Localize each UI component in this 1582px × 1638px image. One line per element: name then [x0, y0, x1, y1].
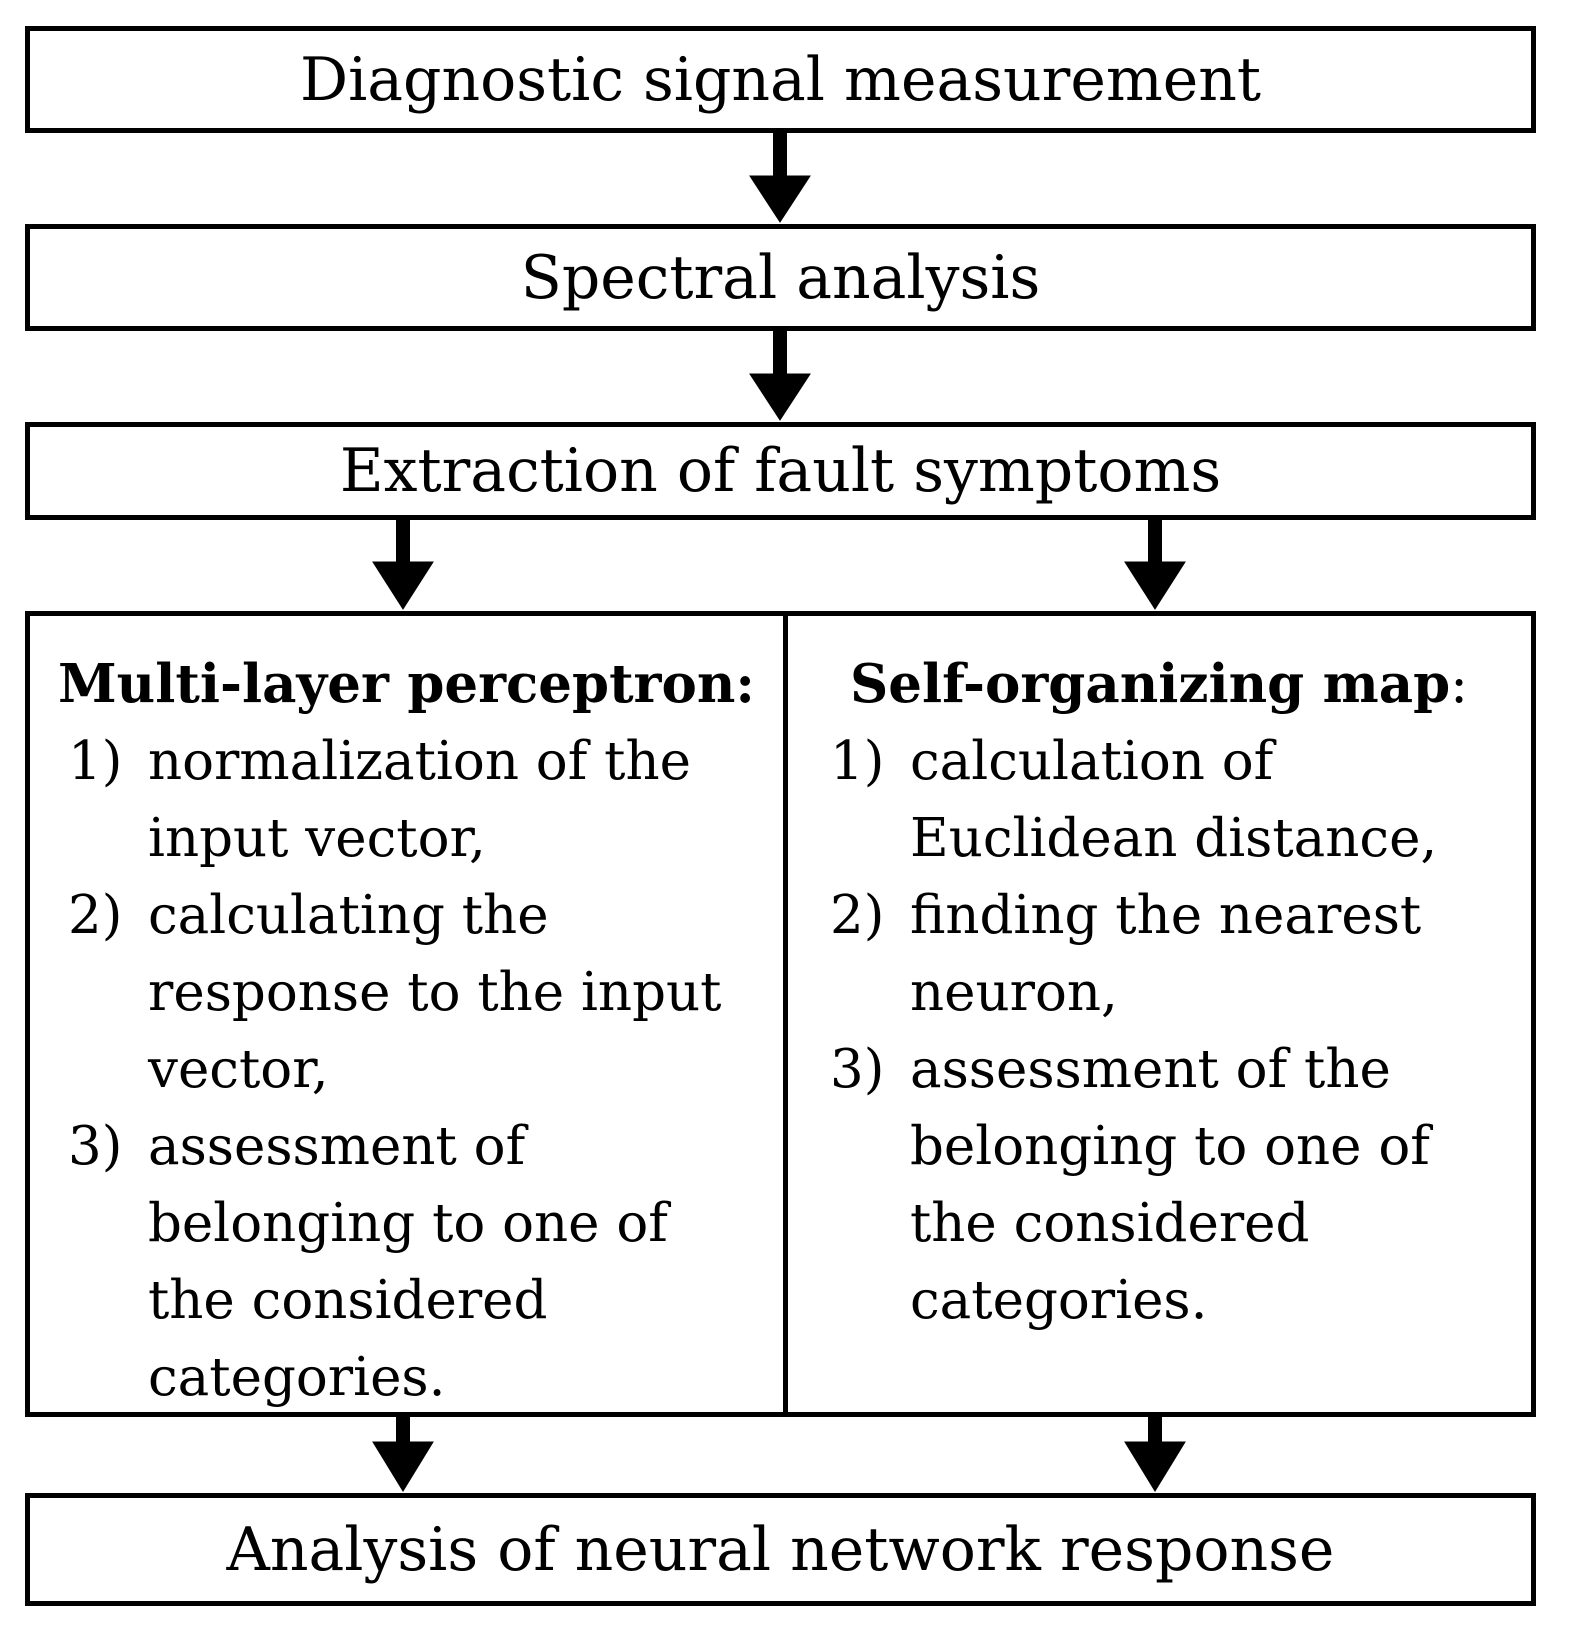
spectral-analysis-label: Spectral analysis	[520, 242, 1041, 313]
extraction-box: Extraction of fault symptoms	[25, 422, 1536, 520]
methods-divider	[783, 616, 788, 1412]
som-step-2: 2) finding the nearest neuron,	[820, 877, 1525, 1031]
arrow-som-to-response	[1124, 1417, 1186, 1492]
som-step-text: assessment of the	[910, 1039, 1391, 1100]
som-column: Self-organizing map: 1) calculation of E…	[820, 646, 1525, 1339]
som-step-number: 1)	[830, 731, 885, 792]
mlp-step-text: the considered	[148, 1270, 548, 1331]
mlp-step-1: 1) normalization of the input vector,	[58, 723, 778, 877]
som-step-text: Euclidean distance,	[910, 808, 1438, 869]
mlp-column: Multi-layer perceptron: 1) normalization…	[58, 646, 778, 1416]
som-step-text: belonging to one of	[910, 1116, 1430, 1177]
mlp-step-text: categories.	[148, 1347, 446, 1408]
mlp-title: Multi-layer perceptron:	[58, 653, 755, 715]
som-title: Self-organizing map	[850, 653, 1451, 715]
som-step-text: calculation of	[910, 731, 1274, 792]
arrow-spectral-to-extraction	[749, 331, 811, 421]
mlp-step-2: 2) calculating the response to the input…	[58, 877, 778, 1108]
som-step-number: 3)	[830, 1039, 885, 1100]
som-step-text: the considered	[910, 1193, 1310, 1254]
mlp-step-text: belonging to one of	[148, 1193, 668, 1254]
mlp-step-text: vector,	[148, 1039, 329, 1100]
mlp-step-text: calculating the	[148, 885, 549, 946]
arrow-extraction-to-som	[1124, 520, 1186, 610]
mlp-step-number: 2)	[68, 885, 123, 946]
mlp-step-3: 3) assessment of belonging to one of the…	[58, 1108, 778, 1416]
som-step-text: neuron,	[910, 962, 1118, 1023]
arrow-measurement-to-spectral	[749, 133, 811, 223]
som-step-number: 2)	[830, 885, 885, 946]
mlp-step-text: normalization of the	[148, 731, 691, 792]
som-step-1: 1) calculation of Euclidean distance,	[820, 723, 1525, 877]
som-step-text: categories.	[910, 1270, 1208, 1331]
som-title-row: Self-organizing map:	[820, 646, 1525, 723]
spectral-analysis-box: Spectral analysis	[25, 224, 1536, 331]
som-title-colon: :	[1450, 654, 1468, 715]
mlp-step-text: assessment of	[148, 1116, 526, 1177]
arrow-extraction-to-mlp	[372, 520, 434, 610]
mlp-step-text: response to the input	[148, 962, 722, 1023]
measurement-label: Diagnostic signal measurement	[299, 44, 1262, 115]
methods-box: Multi-layer perceptron: 1) normalization…	[25, 611, 1536, 1417]
mlp-step-text: input vector,	[148, 808, 486, 869]
response-analysis-box: Analysis of neural network response	[25, 1493, 1536, 1606]
mlp-step-number: 1)	[68, 731, 123, 792]
som-step-3: 3) assessment of the belonging to one of…	[820, 1031, 1525, 1339]
response-analysis-label: Analysis of neural network response	[226, 1514, 1335, 1585]
extraction-label: Extraction of fault symptoms	[339, 436, 1222, 506]
arrow-mlp-to-response	[372, 1417, 434, 1492]
som-step-text: finding the nearest	[910, 885, 1422, 946]
mlp-step-number: 3)	[68, 1116, 123, 1177]
measurement-box: Diagnostic signal measurement	[25, 26, 1536, 133]
